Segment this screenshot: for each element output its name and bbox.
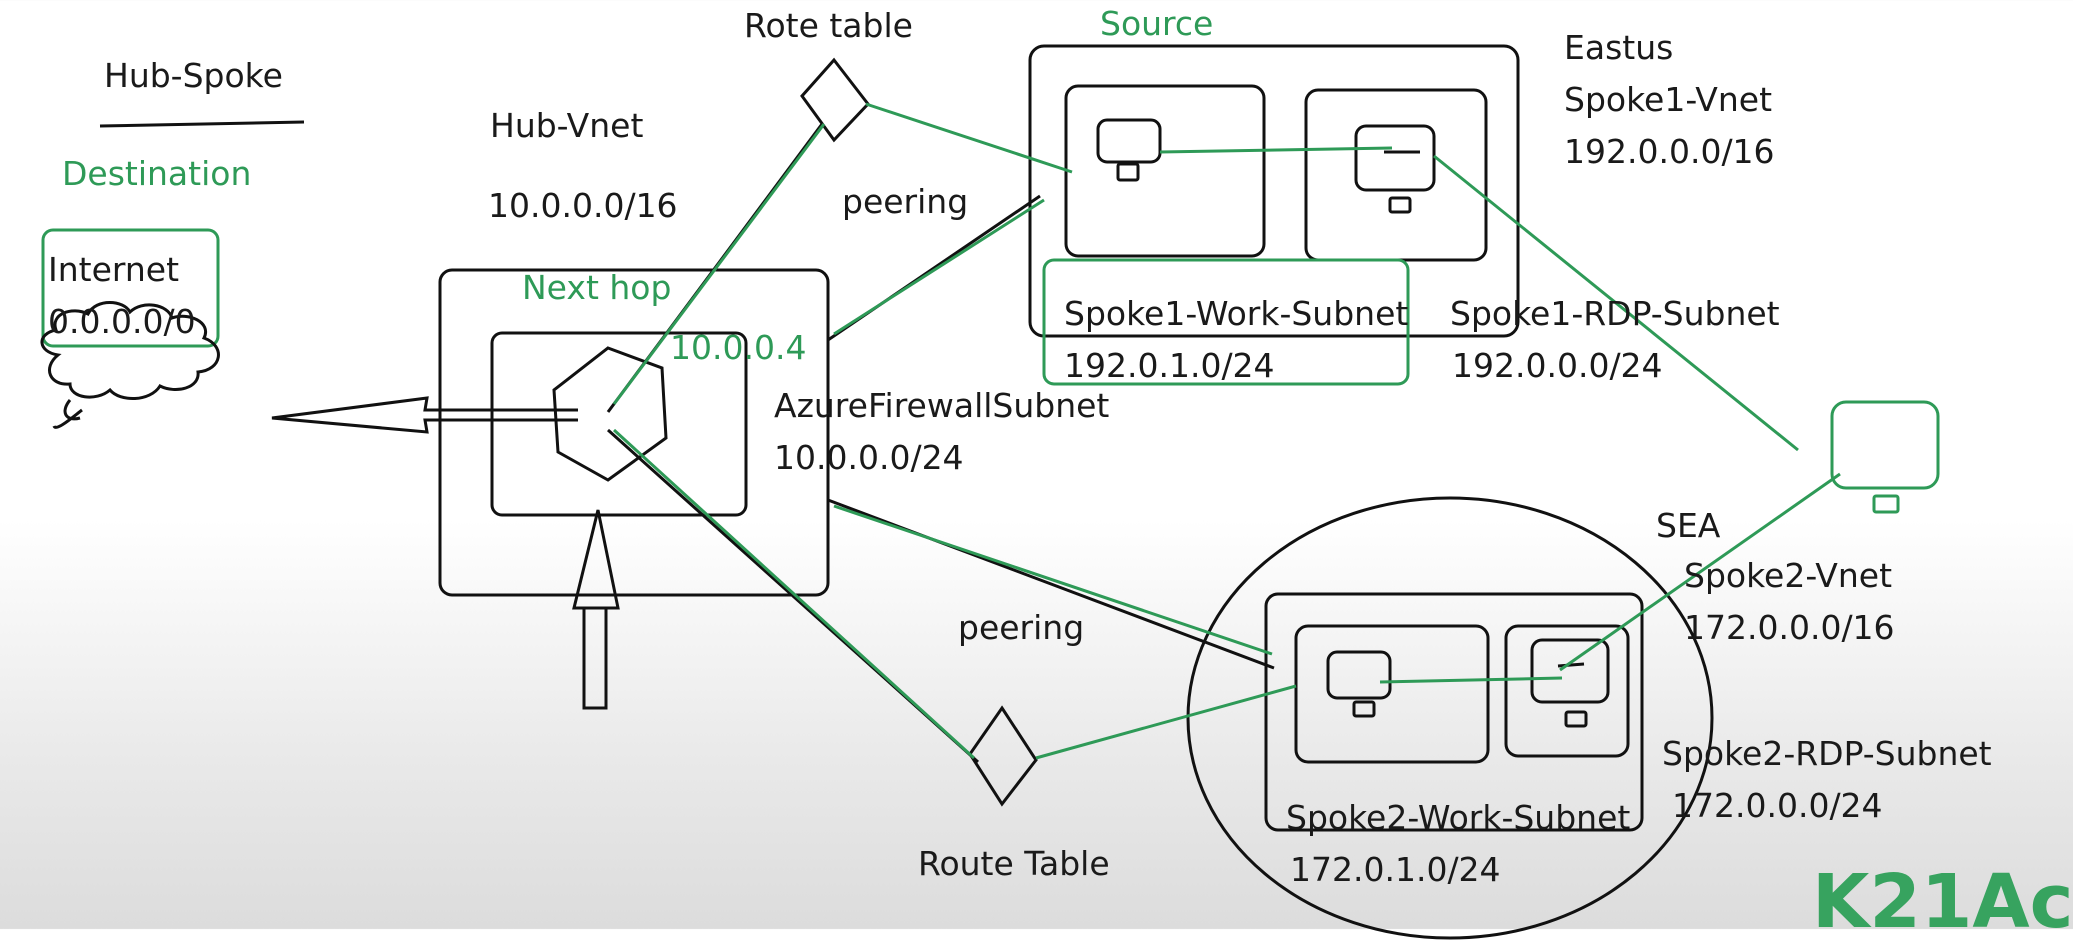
spoke2-work-subnet-box — [1294, 624, 1490, 764]
cloud-icon — [40, 301, 220, 401]
label-internet-cidr: 0.0.0.0/0 — [48, 302, 196, 341]
spoke2-rdp-subnet-box — [1504, 624, 1630, 758]
firewall-hexagon-icon — [552, 346, 668, 482]
label-rote-table: Rote table — [744, 6, 913, 45]
internet-box — [41, 228, 220, 348]
hub-vnet-box — [438, 268, 830, 597]
spoke1-vnet-box — [1028, 44, 1520, 338]
route-table-diamond-top — [800, 57, 870, 143]
label-spoke2-work-cidr: 172.0.1.0/24 — [1290, 850, 1501, 889]
label-azure-firewall-subnet: AzureFirewallSubnet — [774, 386, 1110, 425]
spoke2-vnet-box — [1264, 592, 1644, 832]
title-hub-spoke: Hub-Spoke — [104, 56, 283, 95]
label-route-table: Route Table — [918, 844, 1110, 883]
label-spoke2-work-subnet: Spoke2-Work-Subnet — [1286, 798, 1631, 837]
label-spoke2-cidr: 172.0.0.0/16 — [1684, 608, 1895, 647]
spoke1-work-subnet-box — [1064, 84, 1266, 258]
label-spoke2-rdp-subnet: Spoke2-RDP-Subnet — [1662, 734, 1992, 773]
label-next-hop-ip: 10.0.0.4 — [670, 328, 807, 367]
title-underline — [99, 120, 305, 128]
label-peering-bottom: peering — [958, 608, 1085, 647]
label-azure-firewall-cidr: 10.0.0.0/24 — [774, 438, 964, 477]
green-route-spoke1-vm — [1159, 146, 1393, 154]
inbound-arrow — [572, 509, 620, 710]
cloud-tail-icon — [52, 399, 83, 429]
client-monitor-icon — [1830, 400, 1940, 514]
label-spoke1-cidr: 192.0.0.0/16 — [1564, 132, 1775, 171]
green-route-top-a — [612, 123, 826, 405]
vm-monitor-icon — [1326, 650, 1392, 718]
label-sea: SEA — [1656, 506, 1721, 545]
label-hub-vnet: Hub-Vnet — [490, 106, 644, 145]
green-route-bottom-b — [1035, 684, 1297, 760]
green-route-spoke2-vm — [1379, 676, 1563, 684]
green-route-rdp2-client — [1559, 472, 1841, 672]
hub-spoke-diagram — [40, 44, 1940, 940]
label-spoke2-rdp-cidr: 172.0.0.0/24 — [1672, 786, 1883, 825]
spoke1-work-highlight — [1042, 258, 1410, 386]
vm-monitor-icon — [1354, 124, 1436, 214]
label-spoke2-vnet: Spoke2-Vnet — [1684, 556, 1893, 595]
brand-logo-text: K21Ac — [1812, 859, 2073, 945]
label-eastus: Eastus — [1564, 28, 1674, 67]
label-next-hop: Next hop — [522, 268, 672, 307]
firewall-subnet-box — [490, 331, 748, 517]
route-table-diamond-bottom — [968, 705, 1038, 807]
green-route-rdp1-client — [1433, 154, 1799, 452]
green-route-top-b — [865, 102, 1073, 174]
label-spoke1-rdp-cidr: 192.0.0.0/24 — [1452, 346, 1663, 385]
label-internet: Internet — [48, 250, 180, 289]
green-route-bottom-a — [612, 428, 976, 760]
label-spoke1-vnet: Spoke1-Vnet — [1564, 80, 1773, 119]
vm-monitor-icon — [1530, 638, 1610, 728]
label-destination: Destination — [62, 154, 252, 193]
internet-arrow — [271, 396, 578, 434]
label-spoke1-rdp-subnet: Spoke1-RDP-Subnet — [1450, 294, 1780, 333]
green-peering-spoke2 — [833, 504, 1273, 656]
spoke2-region-ellipse — [1186, 496, 1714, 940]
label-hub-cidr: 10.0.0.0/16 — [488, 186, 678, 225]
vm-monitor-icon — [1096, 118, 1162, 182]
label-source: Source — [1100, 4, 1214, 43]
label-spoke1-work-subnet: Spoke1-Work-Subnet — [1064, 294, 1409, 333]
label-peering-top: peering — [842, 182, 969, 221]
label-spoke1-work-cidr: 192.0.1.0/24 — [1064, 346, 1275, 385]
green-peering-spoke1 — [833, 198, 1045, 336]
